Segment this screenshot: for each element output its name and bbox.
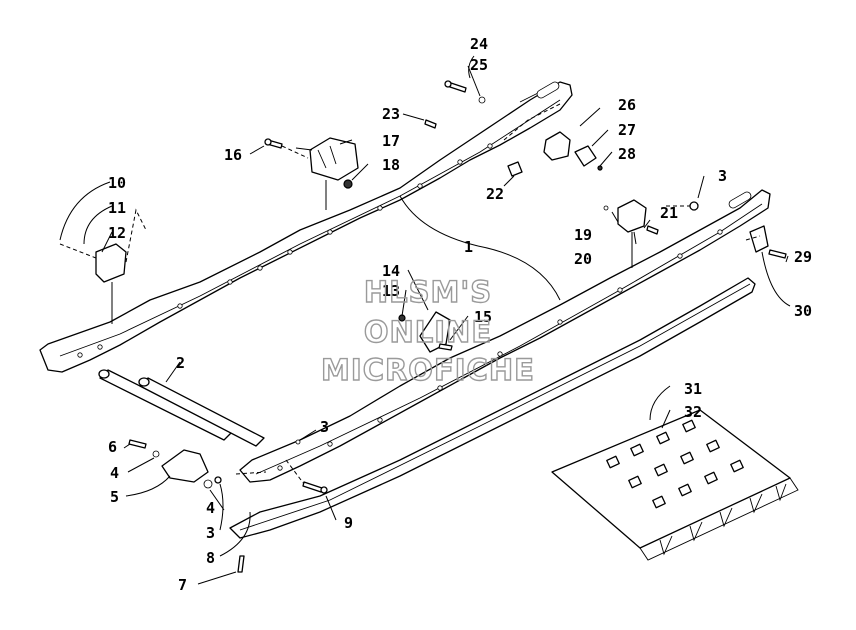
callout-3-lower: 3 <box>206 524 215 542</box>
bumper-17 <box>309 137 359 181</box>
bolt-rail-joint <box>302 481 328 494</box>
callout-24: 24 <box>470 35 488 53</box>
left-rail-holes <box>77 143 493 358</box>
callout-12: 12 <box>108 224 126 242</box>
callout-31: 31 <box>684 380 702 398</box>
cross-shafts <box>98 369 265 447</box>
callout-4-upper: 4 <box>110 464 119 482</box>
track-lugs <box>659 483 787 556</box>
bolt-21 <box>646 225 659 235</box>
washer-19 <box>603 205 609 211</box>
callout-11: 11 <box>108 199 126 217</box>
slide-end-5 <box>161 449 209 483</box>
washer-4-upper <box>152 450 160 458</box>
bumper-20 <box>617 199 647 233</box>
washer-3-lower <box>214 476 222 484</box>
callout-28: 28 <box>618 145 636 163</box>
leader-lines <box>59 55 791 585</box>
callout-29: 29 <box>794 248 812 266</box>
callout-8: 8 <box>206 549 215 567</box>
callout-4-lower: 4 <box>206 499 215 517</box>
bolt-24 <box>444 80 467 93</box>
callout-18: 18 <box>382 156 400 174</box>
bumper-12 <box>95 243 127 283</box>
callout-23: 23 <box>382 105 400 123</box>
bracket-30 <box>749 225 769 253</box>
callout-14: 14 <box>382 262 400 280</box>
bolt-6 <box>128 439 147 449</box>
watermark: HLSM'S ONLINE MICROFICHE <box>320 274 535 387</box>
callout-15: 15 <box>474 308 492 326</box>
bracket-13-15 <box>398 311 453 353</box>
callout-27: 27 <box>618 121 636 139</box>
callout-7: 7 <box>178 576 187 594</box>
callout-17: 17 <box>382 132 400 150</box>
watermark-line-2: ONLINE <box>364 315 492 349</box>
spacer-27 <box>574 145 597 167</box>
bolt-16 <box>264 138 283 149</box>
washer-4-lower <box>203 479 213 489</box>
right-slide-rail <box>239 189 771 483</box>
bolt-23 <box>424 119 437 129</box>
washer-25 <box>478 96 486 104</box>
track-clips <box>606 419 744 509</box>
washer-3-mid <box>295 439 301 445</box>
watermark-line-1: HLSM'S <box>364 275 492 309</box>
callout-6: 6 <box>108 438 117 456</box>
left-slide-rail <box>39 81 573 373</box>
bumper-26 <box>543 131 571 161</box>
bolt-29 <box>768 249 787 259</box>
callout-32: 32 <box>684 403 702 421</box>
callout-25: 25 <box>470 56 488 74</box>
washer-3-top <box>689 201 699 211</box>
callout-26: 26 <box>618 96 636 114</box>
callout-22: 22 <box>486 185 504 203</box>
callout-30: 30 <box>794 302 812 320</box>
right-rail-holes <box>277 229 723 471</box>
nut-18 <box>343 179 353 189</box>
wear-strip <box>229 277 756 539</box>
screw-7 <box>237 555 245 573</box>
callout-1: 1 <box>464 238 473 256</box>
callout-13: 13 <box>382 282 400 300</box>
watermark-line-3: MICROFICHE <box>321 353 535 387</box>
callout-3-mid: 3 <box>320 418 329 436</box>
callout-9: 9 <box>344 514 353 532</box>
spacer-22 <box>507 161 523 177</box>
callout-2: 2 <box>176 354 185 372</box>
callouts: 24 25 23 26 27 28 16 17 18 22 10 11 12 3… <box>108 35 812 594</box>
callout-16: 16 <box>224 146 242 164</box>
callout-3-top: 3 <box>718 167 727 185</box>
callout-10: 10 <box>108 174 126 192</box>
nut-28 <box>597 165 603 171</box>
callout-21: 21 <box>660 204 678 222</box>
callout-19: 19 <box>574 226 592 244</box>
callout-5: 5 <box>110 488 119 506</box>
callout-20: 20 <box>574 250 592 268</box>
track-segment <box>551 409 799 561</box>
